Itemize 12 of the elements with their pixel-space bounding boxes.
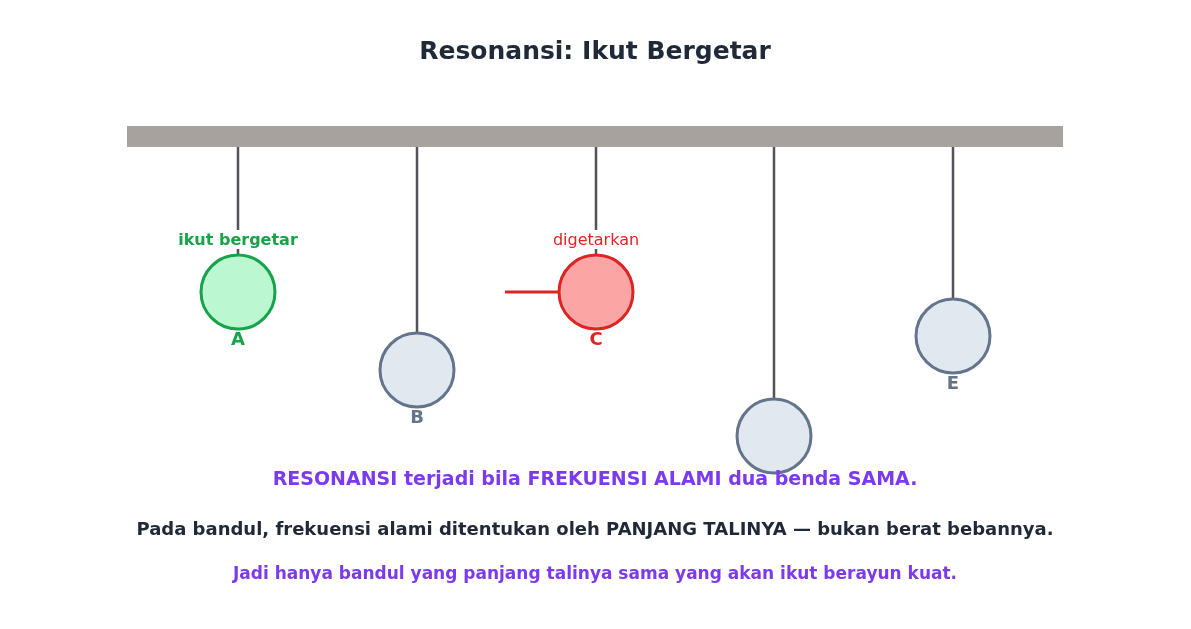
bob-letter: A xyxy=(231,330,245,348)
pendulum-string xyxy=(415,147,419,333)
pendulum-string xyxy=(772,147,776,399)
explanation-text: Jadi hanya bandul yang panjang talinya sama yang akan ikut berayun kuat. xyxy=(232,563,958,583)
support-beam xyxy=(127,126,1063,147)
title: Resonansi: Ikut Bergetar xyxy=(419,36,771,65)
bob-letter: E xyxy=(946,374,960,392)
explanation-text: RESONANSI terjadi bila FREKUENSI ALAMI dua benda SAMA. xyxy=(272,467,918,489)
bob-letter: B xyxy=(410,408,424,426)
explanation-text: Pada bandul, frekuensi alami ditentukan oleh PANJANG TALINYA — bukan berat bebannya. xyxy=(136,518,1054,539)
pendulum-string xyxy=(951,147,955,299)
bob-letter: C xyxy=(589,330,603,348)
